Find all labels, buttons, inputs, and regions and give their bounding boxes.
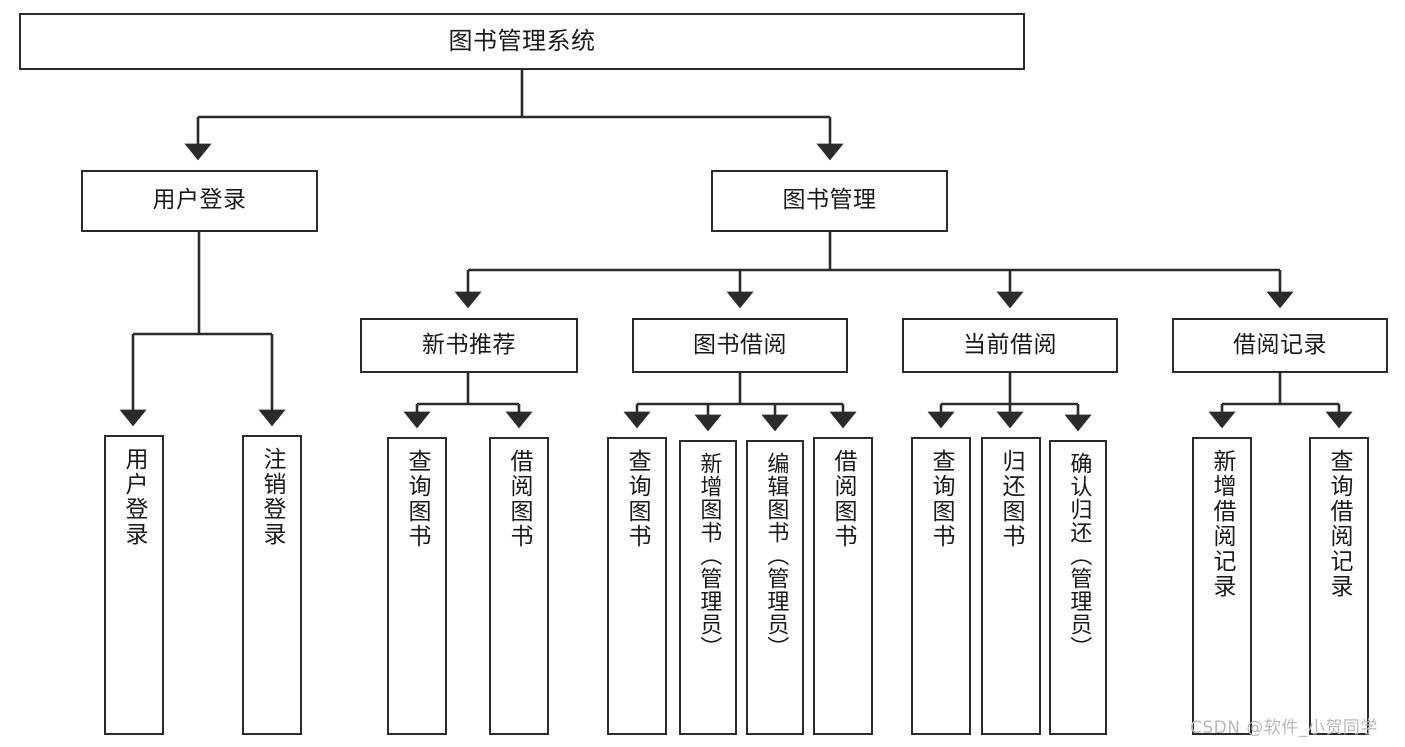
leaf-query-book-borrow[interactable]: 查询图书 <box>607 437 667 735</box>
node-label: 用户登录 <box>121 447 148 547</box>
node-label: 借阅记录 <box>1233 331 1327 358</box>
node-borrow-record[interactable]: 借阅记录 <box>1172 318 1388 373</box>
leaf-query-book-new[interactable]: 查询图书 <box>387 437 447 735</box>
leaf-borrow-book[interactable]: 借阅图书 <box>813 437 873 735</box>
node-new-book-recommend[interactable]: 新书推荐 <box>360 318 578 373</box>
watermark: CSDN @软件_小贺同学 <box>1190 718 1378 738</box>
leaf-query-borrow-record[interactable]: 查询借阅记录 <box>1309 437 1369 735</box>
leaf-borrow-book-new[interactable]: 借阅图书 <box>489 437 549 735</box>
leaf-logout[interactable]: 注销登录 <box>242 435 302 735</box>
node-label: 新书推荐 <box>422 331 516 358</box>
node-book-borrow[interactable]: 图书借阅 <box>632 318 848 373</box>
node-label: 查询借阅记录 <box>1326 449 1353 599</box>
leaf-edit-book-admin[interactable]: 编辑图书（管理员） <box>746 440 804 735</box>
node-book-management[interactable]: 图书管理 <box>711 170 948 232</box>
node-label: 图书管理 <box>782 187 877 214</box>
leaf-return-book[interactable]: 归还图书 <box>981 437 1041 735</box>
node-root-book-management-system[interactable]: 图书管理系统 <box>19 13 1025 70</box>
node-label: 查询图书 <box>624 449 651 549</box>
node-label: 当前借阅 <box>963 331 1057 358</box>
node-label: 借阅图书 <box>506 449 533 549</box>
leaf-query-book-current[interactable]: 查询图书 <box>911 437 971 735</box>
node-label: 查询图书 <box>404 449 431 549</box>
node-label: 图书借阅 <box>693 331 787 358</box>
node-label: 新增图书（管理员） <box>696 452 722 659</box>
node-label: 注销登录 <box>259 447 286 547</box>
node-label: 编辑图书（管理员） <box>763 452 789 659</box>
leaf-add-borrow-record[interactable]: 新增借阅记录 <box>1192 437 1252 735</box>
node-user-login[interactable]: 用户登录 <box>81 170 318 232</box>
leaf-add-book-admin[interactable]: 新增图书（管理员） <box>679 440 737 735</box>
node-label: 图书管理系统 <box>448 27 596 56</box>
node-current-borrow[interactable]: 当前借阅 <box>902 318 1118 373</box>
node-label: 查询图书 <box>928 449 955 549</box>
leaf-confirm-return-admin[interactable]: 确认归还（管理员） <box>1049 440 1107 735</box>
leaf-user-login[interactable]: 用户登录 <box>104 435 164 735</box>
node-label: 归还图书 <box>998 449 1025 549</box>
node-label: 用户登录 <box>152 187 247 214</box>
node-label: 确认归还（管理员） <box>1066 452 1092 659</box>
node-label: 新增借阅记录 <box>1209 449 1236 599</box>
node-label: 借阅图书 <box>830 449 857 549</box>
